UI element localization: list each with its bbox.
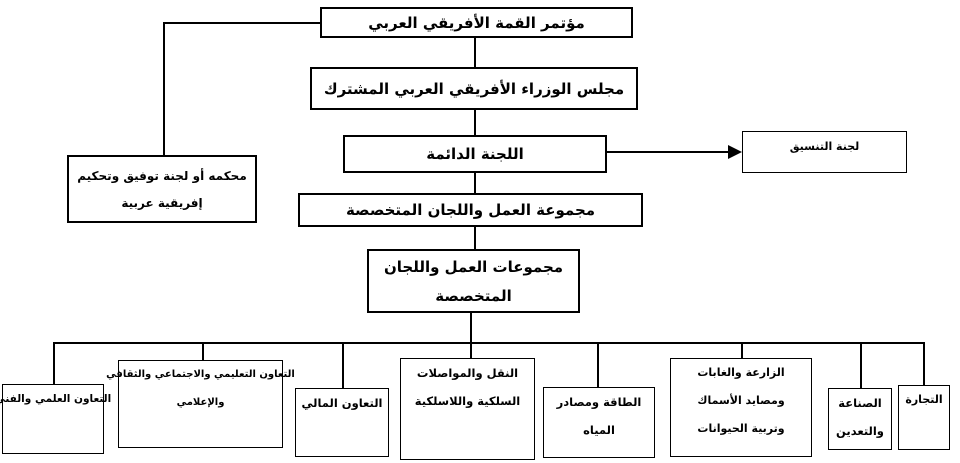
box-label: الطاقة ومصادر xyxy=(556,395,642,409)
committee-industry-mining-box: الصناعة والتعدين xyxy=(828,388,892,450)
specialized-workgroups-box: مجموعات العمل واللجان المتخصصة xyxy=(367,249,580,313)
drop-educational xyxy=(202,342,204,360)
summit-conference-box: مؤتمر القمة الأفريقي العربي xyxy=(320,7,633,38)
box-label: التجارة xyxy=(905,393,943,406)
connector-summit-council xyxy=(474,38,476,67)
drop-industry xyxy=(860,342,862,388)
box-label: الزارعة والغابات xyxy=(697,366,785,379)
box-label: التعاون التعليمي والاجتماعي والثقافي xyxy=(106,369,295,380)
box-label: التعاون المالي xyxy=(301,396,383,410)
box-label: مجلس الوزراء الأفريقي العربي المشترك xyxy=(323,79,625,98)
committee-financial-box: التعاون المالي xyxy=(295,388,389,457)
committee-educational-social-cultural-box: التعاون التعليمي والاجتماعي والثقافي وال… xyxy=(106,360,295,448)
connector-summit-court-horizontal xyxy=(163,22,320,24)
distribution-line xyxy=(53,342,925,344)
box-label: والإعلامي xyxy=(176,397,225,408)
workgroup-committees-box: مجموعة العمل واللجان المتخصصة xyxy=(298,193,643,227)
coordination-committee-box: لجنة التنسيق xyxy=(742,131,907,173)
box-label: اللجنة الدائمة xyxy=(426,145,524,163)
box-label: النقل والمواصلات xyxy=(416,366,519,380)
box-label: وتربية الحيوانات xyxy=(697,422,785,435)
box-label: الصناعة xyxy=(838,396,882,410)
box-label: التعاون العلمي والفني xyxy=(0,393,112,405)
box-label: المتخصصة xyxy=(435,286,512,305)
box-label: المياه xyxy=(583,423,615,437)
connector-permanent-workgroup xyxy=(474,173,476,193)
box-label: مجموعة العمل واللجان المتخصصة xyxy=(345,201,596,219)
drop-trade xyxy=(923,342,925,385)
connector-council-permanent xyxy=(474,110,476,135)
permanent-committee-box: اللجنة الدائمة xyxy=(343,135,607,173)
box-label: والتعدين xyxy=(836,424,884,438)
connector-permanent-coordination xyxy=(607,151,728,153)
committee-scientific-technical-box: التعاون العلمي والفني xyxy=(0,384,111,454)
box-label: محكمه أو لجنة توفيق وتحكيم xyxy=(77,168,247,183)
drop-agriculture xyxy=(741,342,743,358)
box-label: مجموعات العمل واللجان xyxy=(383,257,564,276)
committee-transport-telecom-box: النقل والمواصلات السلكية واللاسلكية xyxy=(400,358,535,460)
drop-energy xyxy=(597,342,599,387)
drop-financial xyxy=(342,342,344,388)
drop-scientific xyxy=(53,342,55,384)
committee-agriculture-forests-fisheries-box: الزارعة والغابات ومصايد الأسماك وتربية ا… xyxy=(670,358,812,457)
arbitration-court-box: محكمه أو لجنة توفيق وتحكيم إفريقية عربية xyxy=(67,155,257,223)
connector-workgroups-distribution xyxy=(470,313,472,358)
committee-trade-box: التجارة xyxy=(898,385,950,450)
box-label: مؤتمر القمة الأفريقي العربي xyxy=(368,13,585,32)
box-label: ومصايد الأسماك xyxy=(697,394,785,407)
connector-workgroup-workgroups xyxy=(474,227,476,249)
arrowhead-icon xyxy=(728,145,742,159)
ministers-council-box: مجلس الوزراء الأفريقي العربي المشترك xyxy=(310,67,638,110)
box-label: السلكية واللاسلكية xyxy=(414,394,521,408)
box-label: لجنة التنسيق xyxy=(789,140,860,153)
committee-energy-water-box: الطاقة ومصادر المياه xyxy=(543,387,655,458)
connector-summit-court-vertical xyxy=(163,22,165,155)
box-label: إفريقية عربية xyxy=(121,195,203,210)
